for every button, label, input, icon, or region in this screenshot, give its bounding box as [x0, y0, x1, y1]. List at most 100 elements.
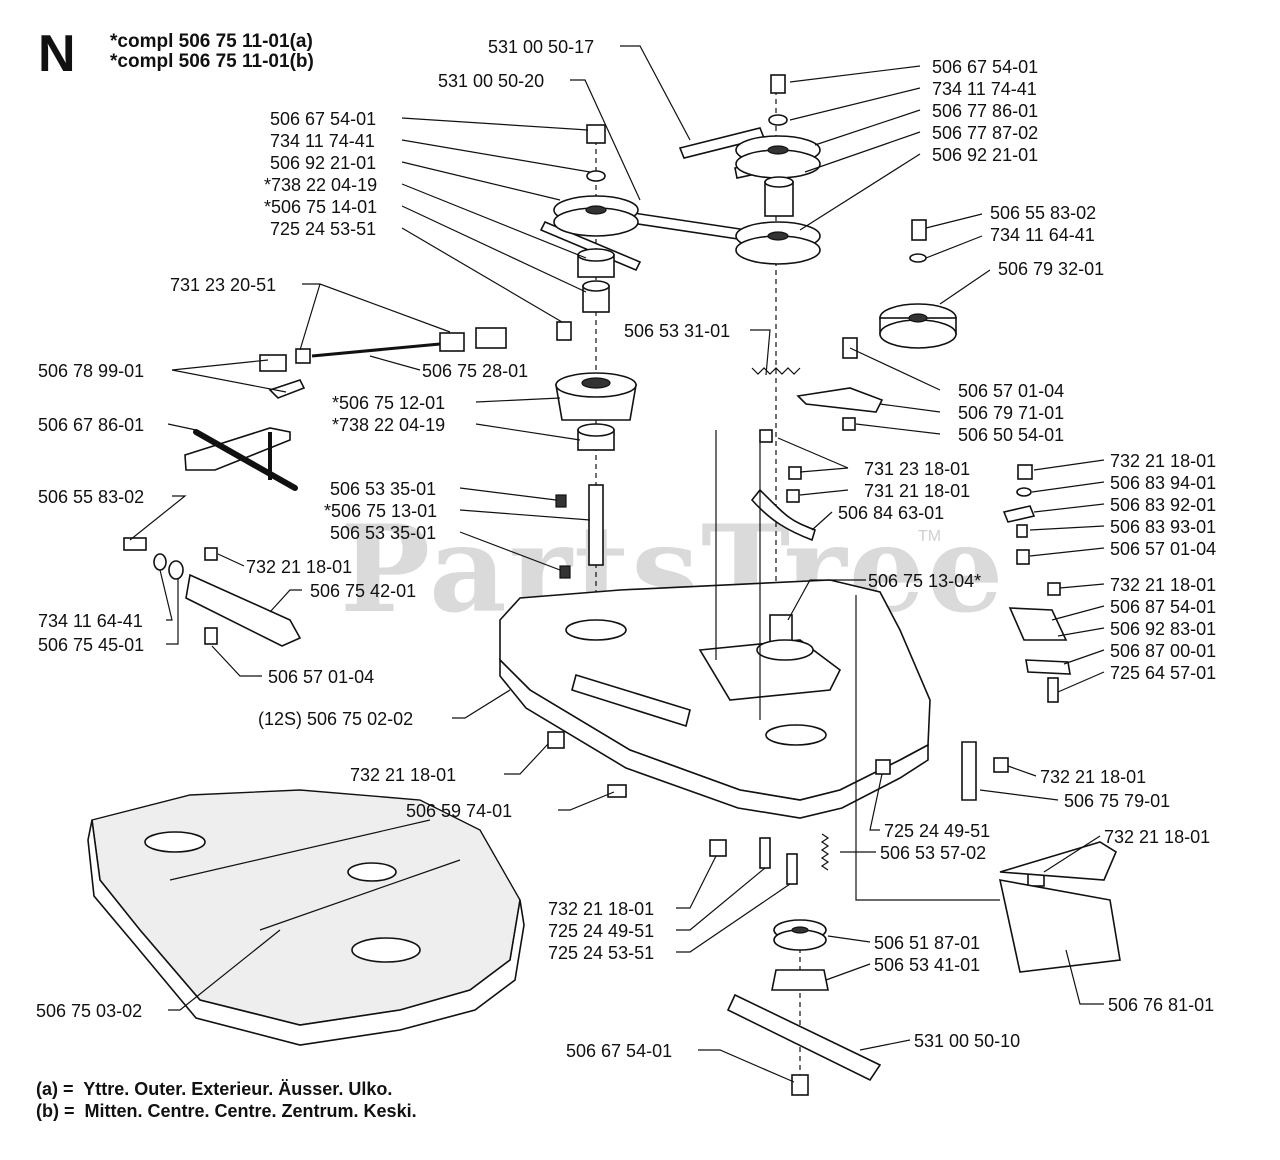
callout-506-75-13-04: 506 75 13-04*	[868, 571, 981, 591]
legend-text: Mitten. Centre. Centre. Zentrum. Keski.	[84, 1101, 417, 1121]
callout-725-24-49-51-upper: 725 24 49-51	[884, 821, 990, 841]
bracket-506-75-42-01	[185, 573, 302, 647]
key-lower	[559, 565, 571, 579]
callout-506-92-83-01: 506 92 83-01	[1110, 619, 1216, 639]
assembly-label-b: *compl 506 75 11-01(b)	[110, 51, 314, 72]
legend-text: Yttre. Outer. Exterieur. Äusser. Ulko.	[83, 1079, 393, 1099]
callout-506-75-03-02: 506 75 03-02	[36, 1001, 142, 1021]
callout-734-11-64-41-right: 734 11 64-41	[990, 225, 1095, 245]
callout-506-75-45-01: 506 75 45-01	[38, 635, 144, 655]
callout-531-00-50-17: 531 00 50-17	[488, 37, 594, 57]
bracket-506-87-54-01	[1008, 607, 1068, 641]
watermark-trademark: TM	[918, 528, 942, 545]
callout-506-92-21-01-left: 506 92 21-01	[270, 153, 376, 173]
discharge-deflector	[998, 841, 1121, 973]
callout-506-76-81-01: 506 76 81-01	[1108, 995, 1214, 1015]
idler-assembly	[751, 219, 957, 431]
legend-key: (b) =	[36, 1101, 75, 1121]
legend-note-a: (a) = Yttre. Outer. Exterieur. Äusser. U…	[36, 1080, 392, 1098]
callout-506-75-28-01: 506 75 28-01	[422, 361, 528, 381]
callout-732-21-18-01-a: 732 21 18-01	[1110, 451, 1216, 471]
legend-key: (a) =	[36, 1079, 74, 1099]
callout-506-55-83-02-left: 506 55 83-02	[38, 487, 144, 507]
callout-734-11-64-41-left: 734 11 64-41	[38, 611, 143, 631]
callout-725-24-53-51-upper: 725 24 53-51	[270, 219, 376, 239]
deflector-506-76-81-01	[998, 878, 1121, 973]
callout-506-87-54-01: 506 87 54-01	[1110, 597, 1216, 617]
left-spindle-shaft	[588, 484, 604, 566]
idler-arm	[796, 387, 884, 413]
callout-732-21-18-01-d: 732 21 18-01	[350, 765, 456, 785]
callout-731-23-20-51: 731 23 20-51	[170, 275, 276, 295]
callout-732-21-18-01-e: 732 21 18-01	[1040, 767, 1146, 787]
callout-506-53-57-02: 506 53 57-02	[880, 843, 986, 863]
blade-assembly	[726, 919, 882, 1096]
callout-506-75-12-01: *506 75 12-01	[332, 393, 445, 413]
callout-731-21-18-01: 731 21 18-01	[864, 481, 970, 501]
legend-note-b: (b) = Mitten. Centre. Centre. Zentrum. K…	[36, 1102, 417, 1120]
callout-506-53-31-01: 506 53 31-01	[624, 321, 730, 341]
callout-506-83-93-01: 506 83 93-01	[1110, 517, 1216, 537]
callout-506-57-01-04-c: 506 57 01-04	[1110, 539, 1216, 559]
deck-shell-506-75-03-02	[87, 789, 525, 1046]
guard-506-84-63-01	[750, 488, 816, 542]
callout-738-22-04-19-upper: *738 22 04-19	[264, 175, 377, 195]
callout-506-75-79-01: 506 75 79-01	[1064, 791, 1170, 811]
assembly-label-a: *compl 506 75 11-01(a)	[110, 31, 313, 52]
lower-hardware	[547, 731, 1045, 887]
left-pulley-bolt	[586, 124, 606, 144]
right-pulley-assembly	[735, 74, 821, 720]
callout-506-77-87-02: 506 77 87-02	[932, 123, 1038, 143]
callout-506-79-32-01: 506 79 32-01	[998, 259, 1104, 279]
spring-506-53-57-02	[820, 833, 830, 871]
callout-506-51-87-01: 506 51 87-01	[874, 933, 980, 953]
mower-deck-12s	[499, 579, 931, 819]
callout-506-83-92-01: 506 83 92-01	[1110, 495, 1216, 515]
callout-731-23-18-01: 731 23 18-01	[864, 459, 970, 479]
callout-732-21-18-01-c: 732 21 18-01	[1110, 575, 1216, 595]
rod-end-fitting	[439, 332, 465, 352]
callout-506-77-86-01: 506 77 86-01	[932, 101, 1038, 121]
left-spindle-assembly	[553, 124, 639, 620]
bolt-725-24-53-51	[556, 321, 572, 341]
callout-506-53-41-01: 506 53 41-01	[874, 955, 980, 975]
callout-506-67-54-01-left: 506 67 54-01	[270, 109, 376, 129]
callout-506-83-94-01: 506 83 94-01	[1110, 473, 1216, 493]
callout-506-75-14-01: *506 75 14-01	[264, 197, 377, 217]
callout-506-84-63-01: 506 84 63-01	[838, 503, 944, 523]
callout-506-59-74-01: 506 59 74-01	[406, 801, 512, 821]
callout-506-67-86-01: 506 67 86-01	[38, 415, 144, 435]
callout-506-79-71-01: 506 79 71-01	[958, 403, 1064, 423]
left-linkage	[123, 327, 507, 647]
callout-506-92-21-01-right: 506 92 21-01	[932, 145, 1038, 165]
callout-732-21-18-01-b: 732 21 18-01	[246, 557, 352, 577]
blade-531-00-50-10	[726, 993, 882, 1082]
callout-506-55-83-02-right: 506 55 83-02	[990, 203, 1096, 223]
leader-lines	[129, 45, 1105, 1083]
callout-725-64-57-01: 725 64 57-01	[1110, 663, 1216, 683]
callout-506-78-99-01: 506 78 99-01	[38, 361, 144, 381]
callout-725-24-53-51-lower: 725 24 53-51	[548, 943, 654, 963]
idler-spring	[751, 367, 801, 375]
callout-734-11-74-41-right: 734 11 74-41	[932, 79, 1037, 99]
callout-506-53-35-01-lower: 506 53 35-01	[330, 523, 436, 543]
callout-531-00-50-10: 531 00 50-10	[914, 1031, 1020, 1051]
callout-725-24-49-51-lower: 725 24 49-51	[548, 921, 654, 941]
callout-738-22-04-19-lower: *738 22 04-19	[332, 415, 445, 435]
part-number-callouts: 531 00 50-17 531 00 50-20 506 67 54-01 7…	[36, 37, 1216, 1061]
right-hardware	[750, 429, 1071, 801]
callout-506-57-01-04-d: 506 57 01-04	[268, 667, 374, 687]
callout-506-75-02-02: (12S) 506 75 02-02	[258, 709, 413, 729]
callout-506-67-54-01-blade: 506 67 54-01	[566, 1041, 672, 1061]
callout-506-53-35-01-upper: 506 53 35-01	[330, 479, 436, 499]
bracket-506-67-86-01	[184, 427, 291, 471]
callout-734-11-74-41-left: 734 11 74-41	[270, 131, 375, 151]
callout-506-67-54-01-right: 506 67 54-01	[932, 57, 1038, 77]
callout-531-00-50-20: 531 00 50-20	[438, 71, 544, 91]
left-pulley-washer	[586, 170, 606, 182]
right-bolt	[770, 74, 786, 94]
section-letter: N	[38, 25, 76, 83]
callout-506-75-42-01: 506 75 42-01	[310, 581, 416, 601]
